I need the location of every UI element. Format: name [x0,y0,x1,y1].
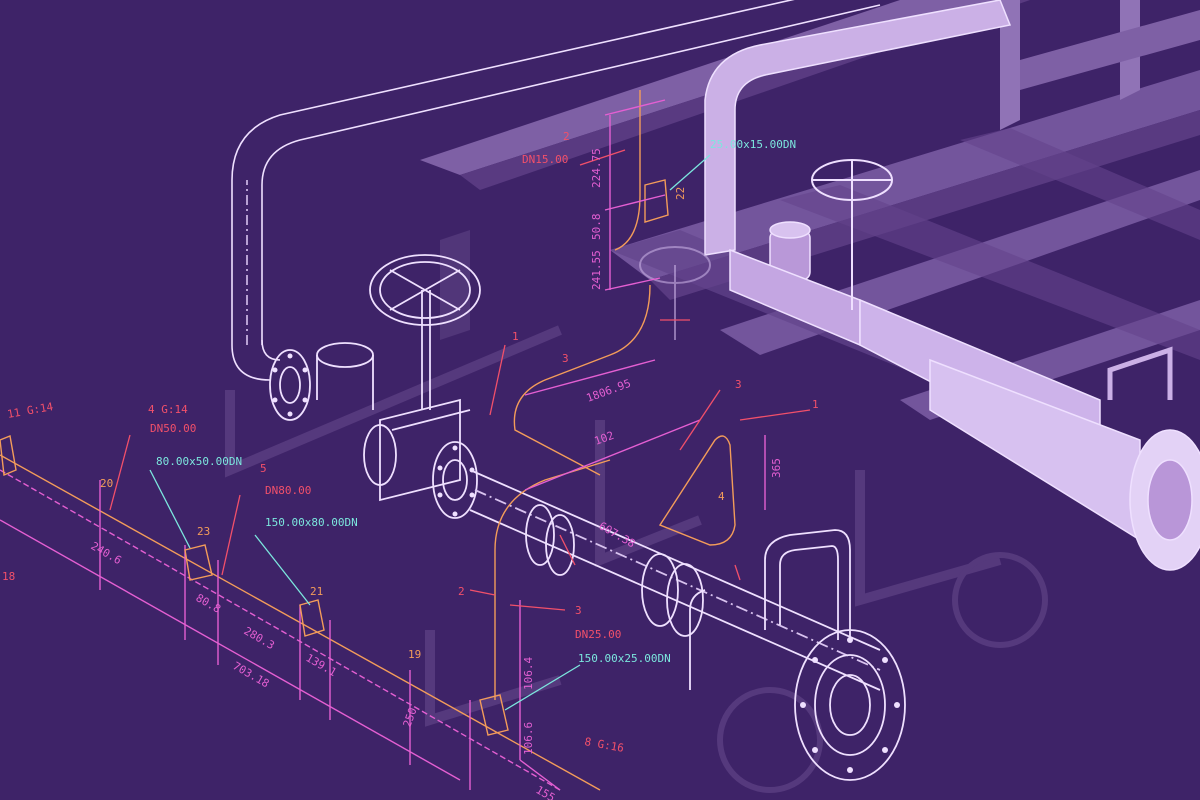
dim-250: 250 [401,706,420,729]
dim-50-8: 50.8 [590,214,603,241]
labels-cyan: 80.00x50.00DN 150.00x80.00DN 150.00x25.0… [156,138,796,665]
dim-106-4: 106.4 [522,657,535,690]
dim-224-75: 224.75 [590,148,603,188]
leader-arrows-cyan [149,154,711,711]
label-reducer-150x25: 150.00x25.00DN [578,652,671,665]
label-5: 5 [260,462,267,475]
lower-structures [225,325,1048,793]
dim-19: 19 [408,648,421,661]
dim-22: 22 [674,187,687,200]
dim-4: 4 [718,490,725,503]
label-g14: 4 G:14 [148,403,188,416]
main-pipe-run [269,254,906,781]
labels-red: 11 G:14 4 G:14 DN50.00 5 DN80.00 2 DN15.… [2,130,819,755]
label-1-mid: 1 [512,330,519,343]
upper-right-pipe [704,0,1200,571]
label-1-right: 1 [812,398,819,411]
label-3-bottom: 3 [575,604,582,617]
dim-23: 23 [197,525,210,538]
dimension-lines [0,90,766,791]
label-2-bottom: 2 [458,585,465,598]
label-18: 18 [2,570,15,583]
dim-106-6: 106.6 [522,722,535,755]
label-dn25: DN25.00 [575,628,621,641]
label-reducer-150x80: 150.00x80.00DN [265,516,358,529]
label-3-mid: 3 [562,352,569,365]
handwheel-faint [639,246,711,340]
dim-365: 365 [770,458,783,478]
dim-102: 102 [593,429,616,448]
label-2-top: 2 [563,130,570,143]
dim-20: 20 [100,477,113,490]
handwheel-right [811,159,893,310]
leader-arrows-red [109,149,811,611]
label-dn50: DN50.00 [150,422,196,435]
label-3-right: 3 [735,378,742,391]
left-elbow-pipe [231,0,881,381]
flange-bolts [272,353,900,773]
label-reducer-top: 25.00x15.00DN [710,138,796,151]
dim-241-55: 241.55 [590,250,603,290]
dim-21: 21 [310,585,323,598]
label-dn15: DN15.00 [522,153,568,166]
label-dn80: DN80.00 [265,484,311,497]
label-reducer-80x50: 80.00x50.00DN [156,455,242,468]
